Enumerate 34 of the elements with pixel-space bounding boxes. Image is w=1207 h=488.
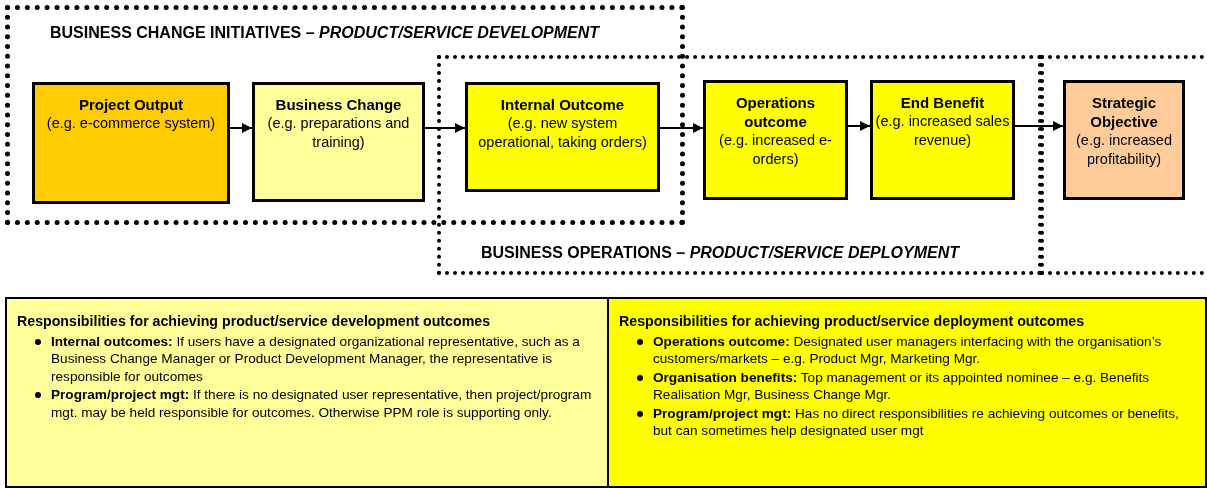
arrow xyxy=(424,123,466,133)
arrow xyxy=(847,121,871,131)
box-title: Internal Outcome xyxy=(500,95,625,114)
box-title: End Benefit xyxy=(900,93,985,112)
process-box xyxy=(870,80,1015,200)
section-title: BUSINESS OPERATIONS – PRODUCT/SERVICE DEPLOYMENT xyxy=(481,244,959,262)
box-title: Project Output xyxy=(78,95,184,114)
bullet-item: Program/project mgt: If there is no designated user representative, then project/program mgt. may be held responsible for outcomes. Otherwise PPM role is supporting only. xyxy=(17,386,599,421)
bullet-item: Operations outcome: Designated user managers interfacing with the organisation’s customers/markets – e.g. Product Mgr, Marketing Mgr. xyxy=(619,332,1197,368)
box-title: Business Change xyxy=(275,95,402,114)
process-box xyxy=(703,80,848,200)
bullet-item: Program/project mgt: Has no direct responsibilities re achieving outcomes or benefits, but can sometimes help designated user mgt xyxy=(619,404,1197,440)
box-subtitle: (e.g. preparations and training) xyxy=(266,114,411,152)
info-panel xyxy=(5,297,609,488)
box-subtitle: (e.g. increased sales revenue) xyxy=(874,112,1011,150)
bullet-item: Internal outcomes: If users have a designated organizational representative, such as a Business Change Manager or Product Development Manager, the representative is responsible for outcomes xyxy=(17,332,599,385)
bullet-item: Organisation benefits: Top management or its appointed nominee – e.g. Benefits Realisation Mgr, Business Change Mgr. xyxy=(619,368,1197,404)
process-box xyxy=(32,82,230,204)
info-panel xyxy=(607,297,1207,488)
box-subtitle: (e.g. increased e-orders) xyxy=(718,131,833,169)
panel-heading: Responsibilities for achieving product/service development outcomes xyxy=(17,313,492,331)
process-box xyxy=(1063,80,1185,200)
box-title: Strategic Objective xyxy=(1089,93,1159,131)
arrow xyxy=(229,123,253,133)
section-title: BUSINESS CHANGE INITIATIVES – PRODUCT/SERVICE DEVELOPMENT xyxy=(50,24,600,42)
box-subtitle: (e.g. new system operational, taking orders) xyxy=(477,114,648,152)
arrow xyxy=(659,123,704,133)
box-subtitle: (e.g. e-commerce system) xyxy=(46,114,216,133)
box-subtitle: (e.g. increased profitability) xyxy=(1075,131,1173,169)
arrow xyxy=(1014,121,1064,131)
panel-heading: Responsibilities for achieving product/service deployment outcomes xyxy=(619,313,1086,331)
box-title: Operations outcome xyxy=(734,93,817,131)
process-box xyxy=(252,82,425,202)
process-box xyxy=(465,82,660,192)
